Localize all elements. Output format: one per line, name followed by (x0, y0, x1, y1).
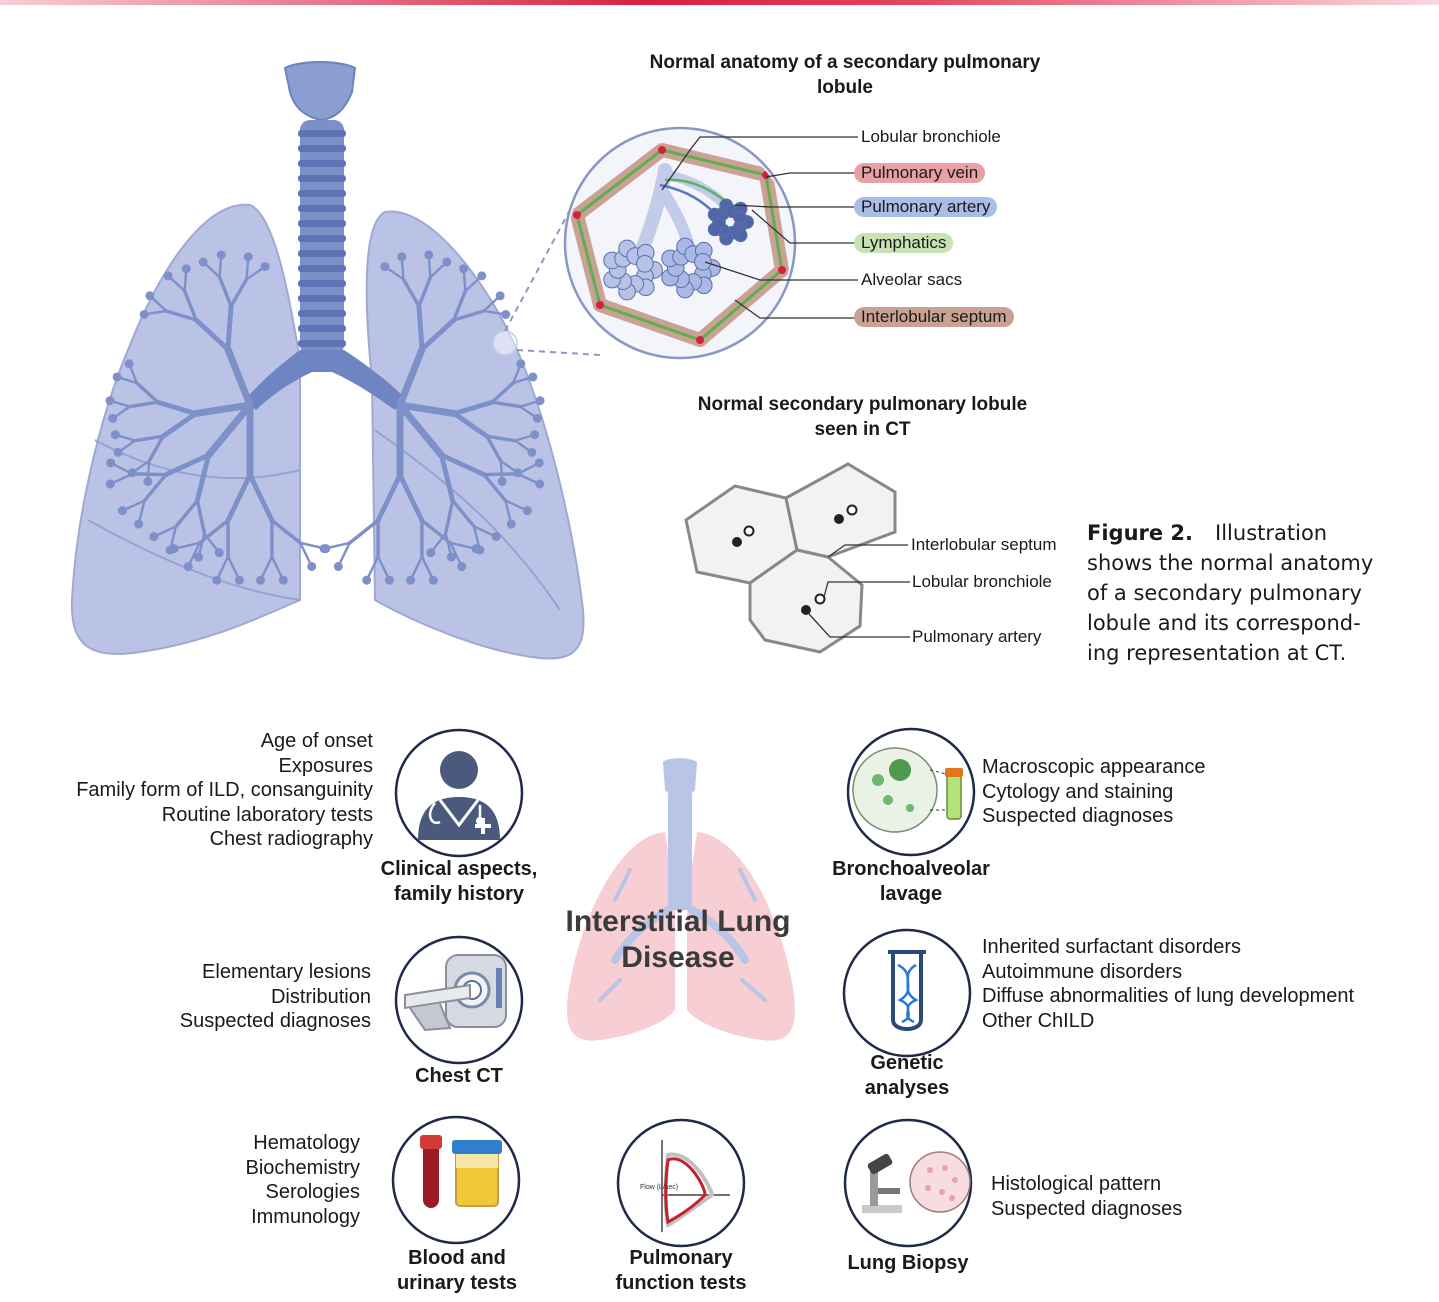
list-item: Family form of ILD, consanguinity (76, 779, 373, 801)
list-item: Suspected diagnoses (991, 1197, 1183, 1220)
doctor-icon (418, 751, 500, 840)
list-item: Immunology (251, 1205, 360, 1228)
ct-leader-lines (808, 544, 910, 638)
biopsy-list: Histological pattern Suspected diagnoses (991, 1172, 1182, 1221)
list-item: Histological pattern (991, 1173, 1162, 1195)
list-item: Suspected diagnoses (982, 805, 1174, 827)
list-item: Suspected diagnoses (179, 1010, 371, 1032)
list-item: Serologies (265, 1181, 360, 1203)
center-lungs-illustration (567, 758, 795, 1041)
bal-list: Macroscopic appearance Cytology and stai… (982, 755, 1205, 829)
lobule-anatomy-diagram (563, 126, 797, 360)
dna-tube-icon (888, 950, 926, 1031)
genetic-list: Inherited surfactant disorders Autoimmun… (982, 935, 1354, 1033)
label-interlobular-septum: Interlobular septum (854, 307, 1014, 327)
ct-bronchiole-dots (732, 504, 858, 615)
list-item: Biochemistry (245, 1156, 360, 1179)
list-item: Routine laboratory tests (161, 803, 373, 826)
ct-label-interlobular-septum: Interlobular septum (911, 535, 1057, 554)
zoom-line-bottom (516, 349, 601, 356)
flow-volume-icon: Flow (L/sec) (640, 1140, 730, 1232)
label-lymphatics: Lymphatics (854, 233, 954, 253)
lobule-title: Normal anatomy of a secondary pulmonary … (649, 52, 1041, 98)
figure-caption: Figure 2.Illustration shows the normal a… (1087, 518, 1387, 668)
clinical-caption: Clinical aspects, family history (380, 858, 538, 905)
list-item: Autoimmune disorders (982, 960, 1183, 983)
list-item: Exposures (278, 754, 374, 777)
blood-caption: Blood and urinary tests (396, 1247, 518, 1294)
list-item: Macroscopic appearance (982, 756, 1206, 778)
pft-icon-circle (616, 1118, 746, 1248)
blood-urine-icon (420, 1135, 502, 1208)
ct-label-pulmonary-artery: Pulmonary artery (912, 627, 1042, 646)
ct-scanner-icon (404, 954, 507, 1032)
list-item: Inherited surfactant disorders (982, 936, 1242, 958)
list-item: Diffuse abnormalities of lung developmen… (982, 985, 1355, 1007)
pft-axis-label: Flow (L/sec) (640, 1184, 678, 1191)
label-lobular-bronchiole: Lobular bronchiole (861, 127, 1001, 146)
ct-title: Normal secondary pulmonary lobule seen i… (697, 394, 1028, 440)
ct-label-lobular-bronchiole: Lobular bronchiole (912, 572, 1052, 591)
blood-list: Hematology Biochemistry Serologies Immun… (160, 1131, 360, 1229)
clinical-list: Age of onset Exposures Family form of IL… (30, 729, 373, 852)
caption-label: Figure 2. (1087, 521, 1194, 545)
center-title: Interstitial Lung Disease (565, 905, 791, 974)
list-item: Age of onset (260, 730, 373, 752)
pft-caption: Pulmonary function tests (615, 1247, 747, 1294)
main-bronchi (245, 350, 405, 410)
top-accent-bar (0, 0, 1439, 5)
caption-text: Illustration shows the normal anatomy of… (1087, 521, 1374, 665)
label-alveolar-sacs: Alveolar sacs (861, 270, 963, 289)
ct-caption: Chest CT (415, 1065, 503, 1087)
list-item: Cytology and staining (982, 780, 1174, 803)
ct-lobule-diagram (684, 462, 897, 654)
zoom-line-top (504, 209, 571, 332)
list-item: Elementary lesions (202, 961, 371, 983)
biopsy-caption: Lung Biopsy (847, 1252, 969, 1274)
ct-list: Elementary lesions Distribution Suspecte… (120, 960, 371, 1034)
list-item: Distribution (270, 985, 371, 1008)
genetic-caption: Genetic analyses (864, 1052, 950, 1099)
list-item: Other ChILD (982, 1009, 1095, 1032)
label-pulmonary-vein: Pulmonary vein (854, 163, 986, 183)
bal-caption: Bronchoalveolar lavage (832, 858, 990, 905)
zoom-source-circle (492, 330, 518, 356)
bal-microscopy-icon (852, 747, 963, 833)
lobule-leader-lines (661, 136, 858, 319)
larynx (283, 61, 357, 122)
list-item: Hematology (253, 1132, 360, 1154)
label-pulmonary-artery: Pulmonary artery (854, 197, 998, 217)
lungs-illustration (70, 61, 585, 660)
list-item: Chest radiography (209, 828, 373, 850)
microscope-icon (862, 1151, 971, 1213)
